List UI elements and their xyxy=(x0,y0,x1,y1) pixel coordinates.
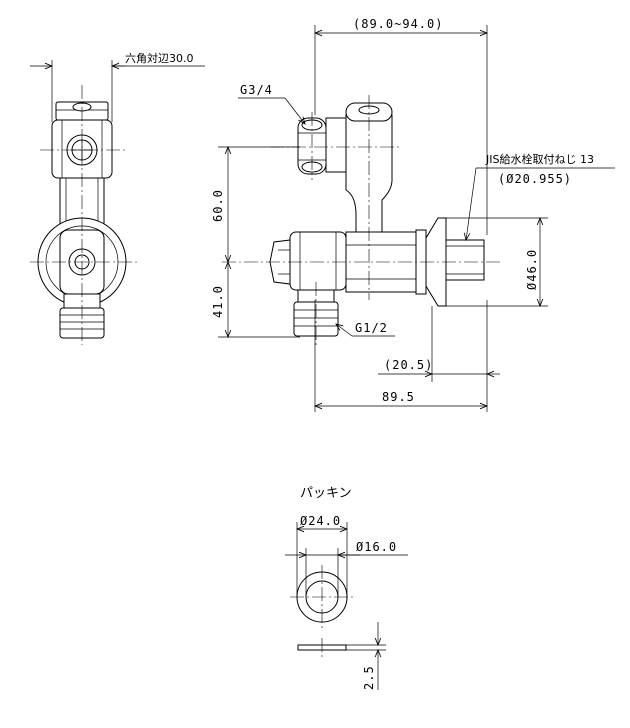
height-lower-label: 41.0 xyxy=(211,285,225,318)
flange-diameter-label: Ø46.0 xyxy=(525,249,539,290)
overall-width-label: 89.5 xyxy=(382,390,415,404)
front-view-body xyxy=(269,102,485,337)
overall-width-dimension: 89.5 xyxy=(315,300,487,412)
packing-view: パッキン Ø24.0 Ø16.0 xyxy=(285,486,408,690)
width-range-dimension: (89.0~94.0) xyxy=(315,17,487,235)
width-range-label: (89.0~94.0) xyxy=(353,17,443,31)
jis-label: JIS給水栓取付ねじ 13 xyxy=(485,152,594,166)
spigot-length-label: (20.5) xyxy=(384,358,433,372)
packing-outer-dimension: Ø24.0 xyxy=(297,514,347,597)
packing-thickness-label: 2.5 xyxy=(362,665,376,690)
side-view: 六角対辺30.0 xyxy=(30,51,205,345)
jis-diameter-label: (Ø20.955) xyxy=(498,172,572,186)
flange-diameter-dimension: Ø46.0 xyxy=(446,218,548,306)
outlet-thread-callout: G1/2 xyxy=(336,321,395,337)
inlet-thread-callout: G3/4 xyxy=(238,83,305,124)
packing-title: パッキン xyxy=(300,486,352,501)
hex-width-dimension: 六角対辺30.0 xyxy=(30,51,205,122)
spigot-length-dimension: (20.5) xyxy=(378,306,500,382)
packing-thickness-dimension: 2.5 xyxy=(346,622,386,690)
packing-inner-dimension: Ø16.0 xyxy=(285,540,408,597)
outlet-thread-label: G1/2 xyxy=(355,321,388,335)
packing-inner-label: Ø16.0 xyxy=(356,540,397,554)
front-view: (89.0~94.0) G3/4 JIS給水栓取付ねじ 13 (Ø20.955)… xyxy=(211,17,615,412)
jis-callout: JIS給水栓取付ねじ 13 (Ø20.955) xyxy=(466,152,615,240)
height-upper-label: 60.0 xyxy=(211,189,225,222)
height-dimensions: 60.0 41.0 xyxy=(211,147,300,337)
hex-width-label: 六角対辺30.0 xyxy=(125,51,194,65)
inlet-thread-label: G3/4 xyxy=(240,83,273,97)
packing-outer-label: Ø24.0 xyxy=(300,514,341,528)
